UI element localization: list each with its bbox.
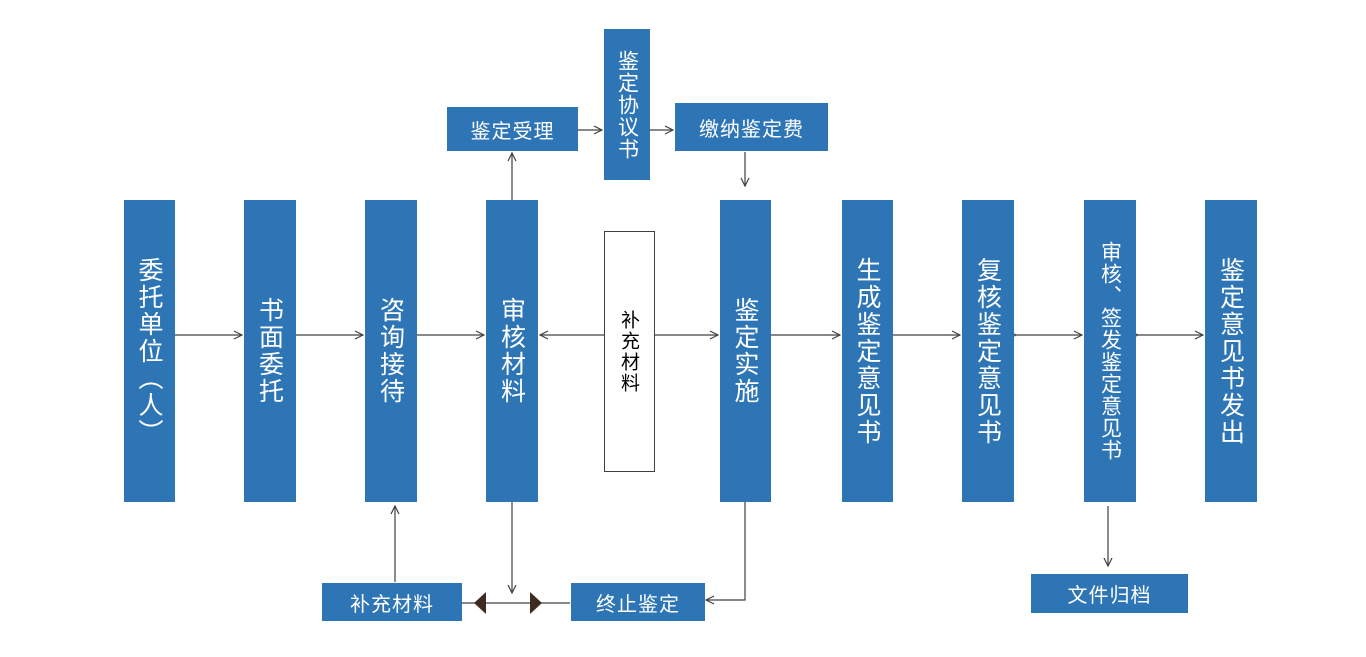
node-accept-label: 鉴定受理 xyxy=(470,118,555,143)
node-recheck-opinion-label: 复核鉴定意见书 xyxy=(973,256,1003,446)
bowtie-right-marker xyxy=(530,592,542,614)
node-implement-label: 鉴定实施 xyxy=(731,297,760,405)
node-pay-fee: 缴纳鉴定费 xyxy=(675,103,828,151)
node-pay-fee-label: 缴纳鉴定费 xyxy=(699,116,804,141)
node-archive: 文件归档 xyxy=(1031,574,1188,613)
node-entrust-unit-label: 委托单位（人） xyxy=(135,256,164,446)
node-terminate-label: 终止鉴定 xyxy=(596,591,680,616)
node-supplement-bottom-label: 补充材料 xyxy=(350,591,434,616)
node-accept: 鉴定受理 xyxy=(447,107,578,151)
node-agreement-label: 鉴定协议书 xyxy=(615,49,640,160)
edge-implement-to-terminate xyxy=(706,502,746,600)
node-consult-label: 咨询接待 xyxy=(376,297,406,405)
node-archive-label: 文件归档 xyxy=(1067,583,1152,607)
node-written-entrust: 书面委托 xyxy=(244,200,296,502)
node-review-materials-label: 审核材料 xyxy=(497,297,527,405)
node-review-materials: 审核材料 xyxy=(486,200,538,502)
node-supplement-bottom: 补充材料 xyxy=(322,583,462,621)
node-review-sign-label-2: 签发鉴定意见书 xyxy=(1098,307,1123,461)
node-consult: 咨询接待 xyxy=(365,200,417,502)
node-issue-opinion: 鉴定意见书发出 xyxy=(1205,200,1257,502)
node-review-sign-label-1: 审核、 xyxy=(1098,241,1123,307)
node-supplement-center-label: 补充材料 xyxy=(618,309,640,394)
node-generate-opinion: 生成鉴定意见书 xyxy=(842,200,893,502)
node-terminate: 终止鉴定 xyxy=(571,583,705,621)
node-review-sign: 审核、 签发鉴定意见书 xyxy=(1084,200,1136,502)
node-supplement-center: 补充材料 xyxy=(604,231,655,472)
node-entrust-unit: 委托单位（人） xyxy=(124,200,175,502)
node-agreement: 鉴定协议书 xyxy=(604,29,650,180)
node-implement: 鉴定实施 xyxy=(720,200,771,502)
node-generate-opinion-label: 生成鉴定意见书 xyxy=(853,256,882,446)
node-written-entrust-label: 书面委托 xyxy=(255,297,285,405)
bowtie-left-marker xyxy=(474,592,486,614)
node-issue-opinion-label: 鉴定意见书发出 xyxy=(1216,256,1246,446)
node-recheck-opinion: 复核鉴定意见书 xyxy=(962,200,1014,502)
